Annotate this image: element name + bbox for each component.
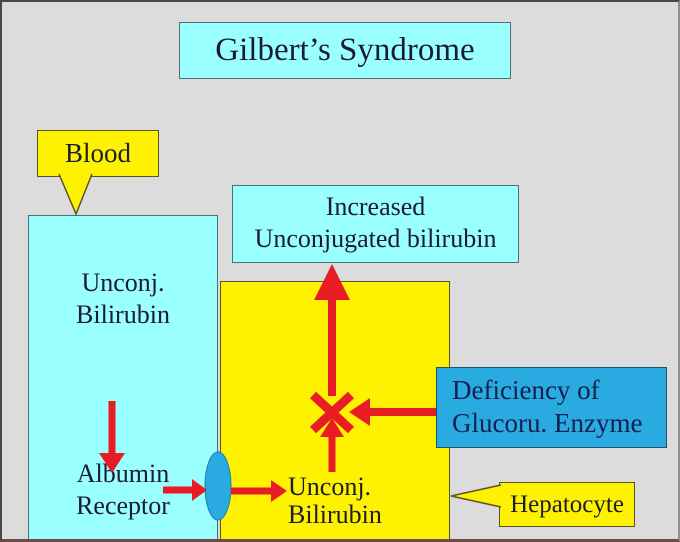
receptor-line2: Receptor xyxy=(76,491,170,520)
hepatocyte-callout-text: Hepatocyte xyxy=(510,490,624,518)
blood-callout-text: Blood xyxy=(64,138,131,168)
hepatocyte-callout: Hepatocyte xyxy=(499,482,635,527)
hepatocyte-compartment: Unconj. Bilirubin xyxy=(220,281,450,539)
receptor-line1: Albumin xyxy=(76,459,170,488)
hepatocyte-unconjugated-bilirubin-label: Unconj. Bilirubin xyxy=(288,473,448,529)
deficiency-line1: Deficiency of xyxy=(452,375,600,405)
hep-unconj-line2: Bilirubin xyxy=(288,500,382,529)
blood-callout-tail-outline xyxy=(58,173,93,216)
unconj-line1: Unconj. xyxy=(81,268,165,297)
title-text: Gilbert’s Syndrome xyxy=(215,32,475,68)
blood-compartment: Unconj. Bilirubin ✚ Albumin Albumin Rece… xyxy=(28,215,218,539)
hepatocyte-callout-tail-outline xyxy=(450,484,502,508)
increased-line2: Unconjugated bilirubin xyxy=(254,224,497,253)
hepatocyte-callout-tail xyxy=(451,485,501,507)
deficiency-line2: Glucoru. Enzyme xyxy=(452,408,643,438)
unconjugated-bilirubin-label: Unconj. Bilirubin xyxy=(29,267,217,331)
increased-line1: Increased xyxy=(325,192,426,221)
blood-callout: Blood xyxy=(37,130,159,177)
enzyme-deficiency-box: Deficiency of Glucoru. Enzyme xyxy=(436,367,667,448)
albumin-receptor-label: Albumin Receptor xyxy=(29,458,217,522)
increased-bilirubin-box: Increased Unconjugated bilirubin xyxy=(232,185,519,263)
hep-unconj-line1: Unconj. xyxy=(288,472,372,501)
unconj-line2: Bilirubin xyxy=(76,300,170,329)
diagram-title: Gilbert’s Syndrome xyxy=(179,22,511,79)
blood-callout-tail xyxy=(59,174,92,214)
